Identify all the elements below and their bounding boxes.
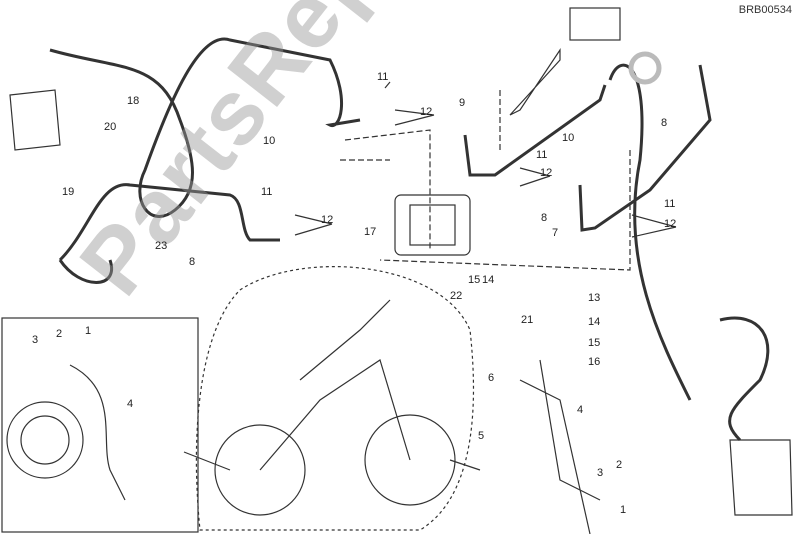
callout-label: 9 xyxy=(459,97,466,109)
hose-18 xyxy=(49,37,361,218)
callout-label: 11 xyxy=(664,198,676,210)
callout-label: 17 xyxy=(364,226,377,238)
callout-label: 22 xyxy=(450,290,463,302)
rear-wheel xyxy=(214,424,306,516)
callout-label: 6 xyxy=(488,372,495,384)
callout-label: 19 xyxy=(62,186,75,198)
callout-label: 12 xyxy=(664,218,677,230)
callout-label: 16 xyxy=(588,356,601,368)
callout-label: 11 xyxy=(377,71,389,83)
callout-label: 12 xyxy=(540,167,553,179)
callout-label: 10 xyxy=(263,135,276,147)
callout-label: 1 xyxy=(620,504,627,516)
callout-label: 15 xyxy=(588,337,601,349)
callout-label: 2 xyxy=(56,328,63,340)
callout-label: 8 xyxy=(661,117,668,129)
callout-label: 4 xyxy=(577,404,584,416)
callout-label: 8 xyxy=(541,212,548,224)
hose-rear xyxy=(608,63,692,401)
callout-label: 4 xyxy=(127,398,134,410)
callout-label: 5 xyxy=(478,430,485,442)
hose-19 xyxy=(58,183,280,262)
sensor-inset xyxy=(1,317,199,533)
callout-label: 20 xyxy=(104,121,117,133)
callout-label: 13 xyxy=(588,292,601,304)
callout-label: 14 xyxy=(588,316,601,328)
callout-label: 3 xyxy=(597,467,604,479)
hose-7 xyxy=(578,64,712,232)
callout-label: 15 xyxy=(468,274,481,286)
callout-label: 21 xyxy=(521,314,534,326)
motorcycle-outline xyxy=(195,266,475,531)
front-caliper-left xyxy=(9,89,61,151)
hose-9 xyxy=(463,84,607,177)
callout-label: 11 xyxy=(261,186,273,198)
callout-label: 23 xyxy=(155,240,168,252)
front-wheel xyxy=(364,414,456,506)
callout-label: 12 xyxy=(420,106,433,118)
callout-label: 14 xyxy=(482,274,495,286)
callout-label: 18 xyxy=(127,95,140,107)
rear-caliper xyxy=(729,439,793,516)
diagram-code: BRB00534 xyxy=(738,4,792,16)
callout-label: 11 xyxy=(536,149,548,161)
callout-label: 1 xyxy=(85,325,92,337)
master-cylinder xyxy=(569,7,621,41)
callout-label: 7 xyxy=(552,227,559,239)
callout-label: 2 xyxy=(616,459,623,471)
abs-unit xyxy=(394,194,471,256)
callout-label: 10 xyxy=(562,132,575,144)
callout-label: 8 xyxy=(189,256,196,268)
callout-label: 12 xyxy=(321,214,334,226)
callout-label: 3 xyxy=(32,334,39,346)
gear-logo xyxy=(628,51,662,85)
